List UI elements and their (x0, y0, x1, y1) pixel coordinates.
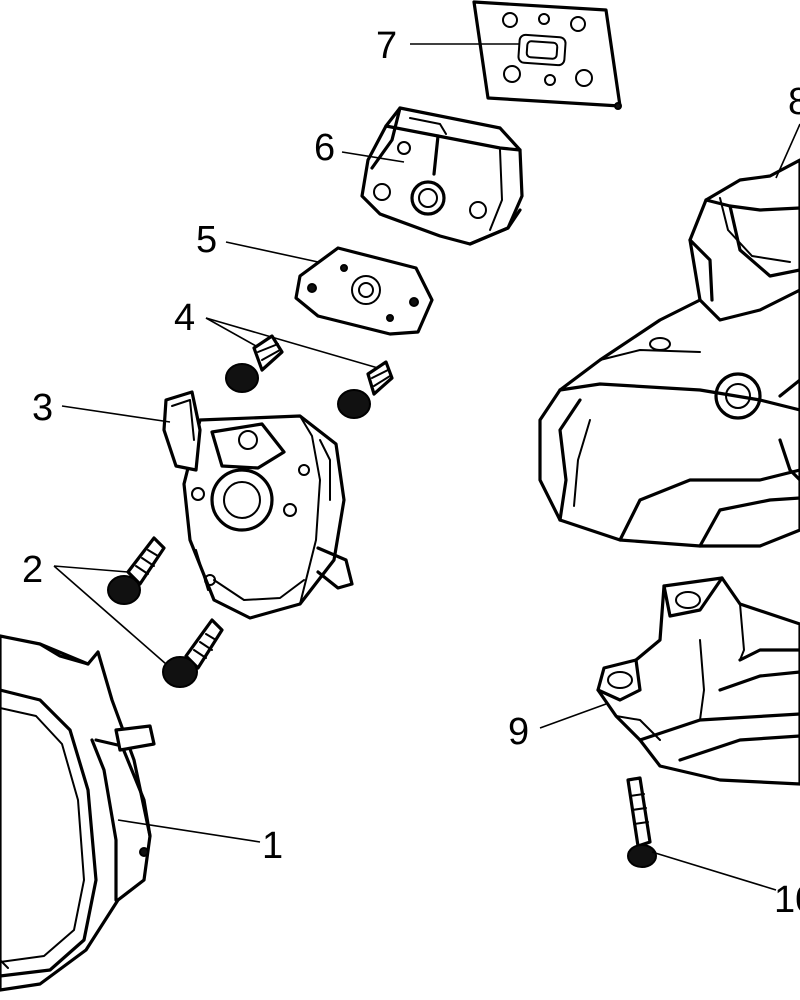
callout-5: 5 (196, 219, 217, 261)
callout-10: 10 (774, 879, 800, 921)
part-1-air-filter-housing (0, 634, 156, 992)
callout-2: 2 (22, 549, 43, 591)
bolt-2a (107, 536, 166, 605)
leader-8 (775, 123, 800, 179)
part-10-bolt (626, 776, 657, 868)
leader-5 (225, 241, 319, 263)
leader-2b (53, 565, 167, 665)
part-3-carburetor (162, 390, 354, 620)
leader-10 (651, 851, 777, 891)
leader-1 (117, 819, 261, 843)
part-9-bracket (596, 576, 800, 786)
part-5-gasket (294, 246, 434, 336)
bolt-2b (162, 618, 224, 688)
part-8-engine-housing (538, 158, 800, 548)
callout-9: 9 (508, 711, 529, 753)
callout-7: 7 (376, 25, 397, 67)
callout-3: 3 (32, 387, 53, 429)
leader-2a (53, 565, 129, 573)
callout-8: 8 (788, 81, 800, 123)
callout-1: 1 (262, 825, 283, 867)
bolt-4a (225, 334, 284, 393)
leader-9 (539, 703, 607, 729)
leader-lines (53, 43, 800, 891)
callout-labels: 7 6 5 4 3 2 1 8 9 10 (22, 25, 800, 921)
leader-4b (205, 317, 379, 369)
part-6-insulator (360, 106, 524, 246)
bolt-4b (337, 360, 394, 419)
part-2-bolts (107, 536, 224, 688)
leader-4a (205, 317, 257, 347)
part-4-bolts (225, 334, 394, 419)
leader-3 (61, 405, 171, 423)
callout-4: 4 (174, 297, 195, 339)
part-7-gasket (472, 0, 622, 110)
leader-6 (341, 151, 405, 163)
callout-6: 6 (314, 127, 335, 169)
